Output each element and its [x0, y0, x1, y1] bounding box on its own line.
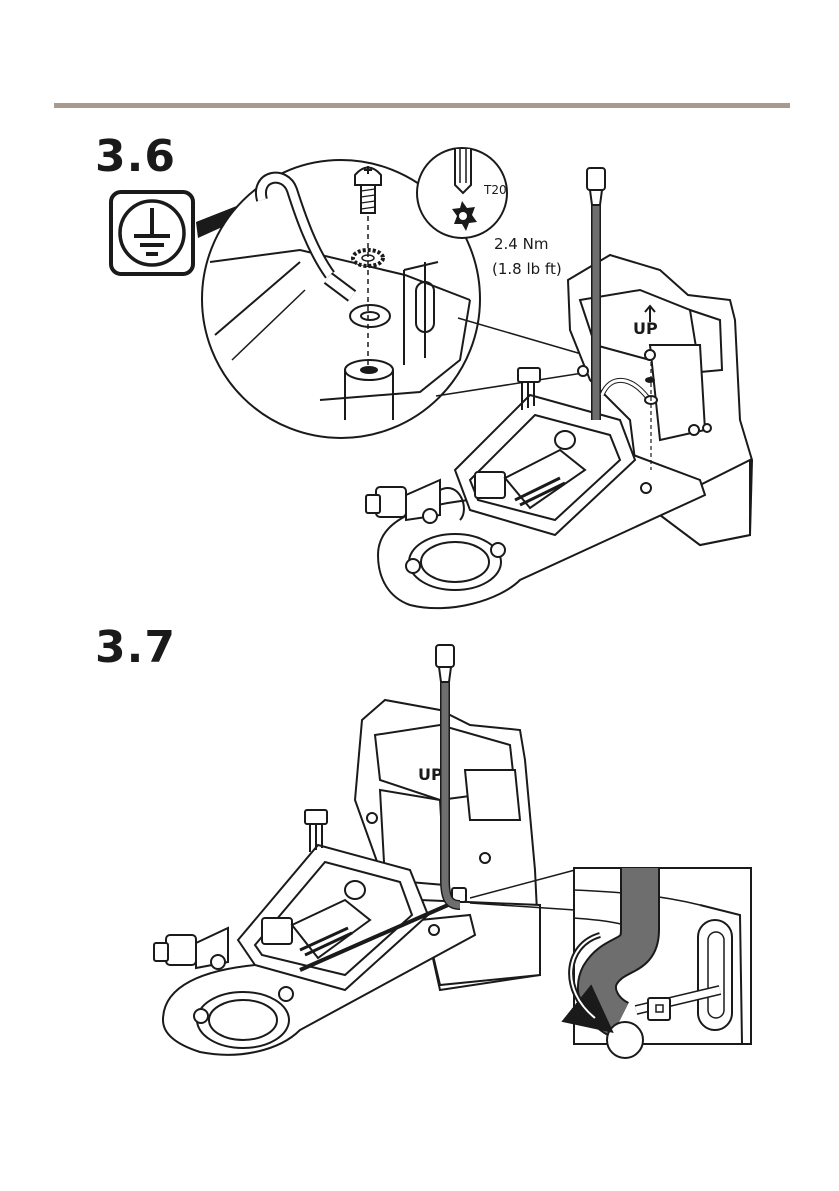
torque-nm: 2.4 Nm [494, 235, 548, 253]
up-mark-3-7: UP [418, 765, 443, 784]
rj45-plug-3-6 [587, 168, 605, 190]
rj45-plug-3-7 [436, 645, 454, 667]
ground-symbol-icon [111, 192, 193, 274]
cable-routing-detail [571, 868, 751, 1058]
tool-label: T20 [483, 183, 507, 197]
housing-step-3-7 [154, 700, 540, 1055]
torque-lbft: (1.8 lb ft) [492, 260, 562, 278]
up-mark-3-6: UP [633, 319, 658, 338]
